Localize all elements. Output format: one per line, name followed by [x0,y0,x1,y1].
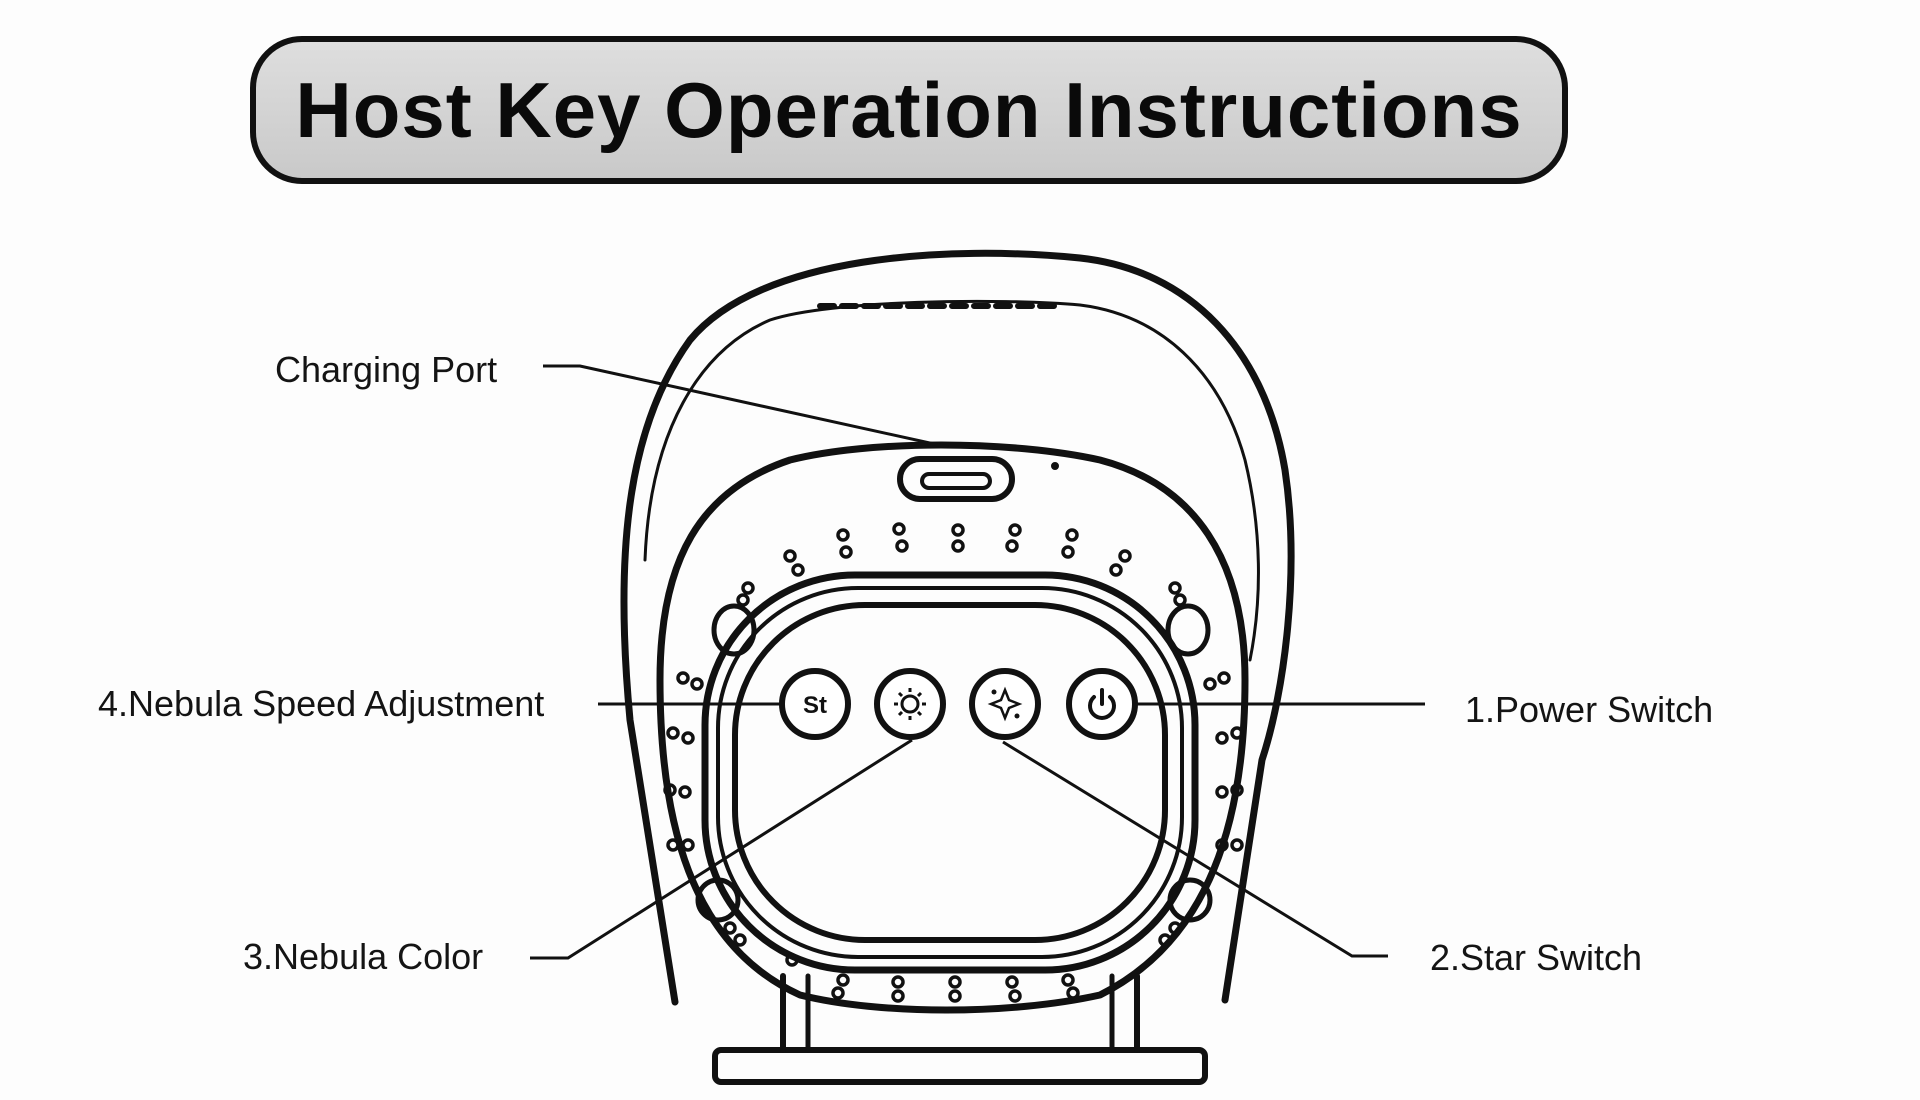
leader-star-switch [1002,740,1388,958]
display-bezel-inner [732,602,1168,943]
leader-nebula-color [530,738,913,960]
label-star-switch: 2.Star Switch [1430,937,1643,978]
corner-pad-top-left [711,603,757,657]
page-title: Host Key Operation Instructions [295,65,1523,154]
label-nebula-color: 3.Nebula Color [243,936,484,977]
label-charging-port: Charging Port [275,349,498,390]
star-switch-button[interactable] [969,668,1041,740]
power-icon [1088,688,1116,720]
charging-port [897,456,1015,502]
sun-icon [894,688,926,720]
rear-housing [620,249,1295,1006]
leader-lines [530,364,1425,960]
speed-icon: St [803,692,827,719]
rear-housing-inner [643,299,1260,662]
vent-dots [663,522,1244,1003]
stand [712,973,1208,1085]
front-face [656,441,1249,1014]
label-nebula-speed: 4.Nebula Speed Adjustment [98,683,545,724]
corner-pad-top-right [1165,603,1211,657]
display-bezel-middle [716,586,1184,959]
sparkle-icon [987,686,1023,722]
label-power-switch: 1.Power Switch [1465,689,1714,730]
power-button[interactable] [1066,668,1138,740]
corner-pad-bottom-right [1167,877,1213,923]
leader-charging-port [543,364,949,449]
speed-button[interactable]: St [779,668,851,740]
corner-pad-bottom-left [695,877,741,923]
indicator-dot [1051,462,1059,470]
title-banner: Host Key Operation Instructions [250,36,1568,184]
nebula-color-button[interactable] [874,668,946,740]
display-bezel-outer [701,571,1199,974]
